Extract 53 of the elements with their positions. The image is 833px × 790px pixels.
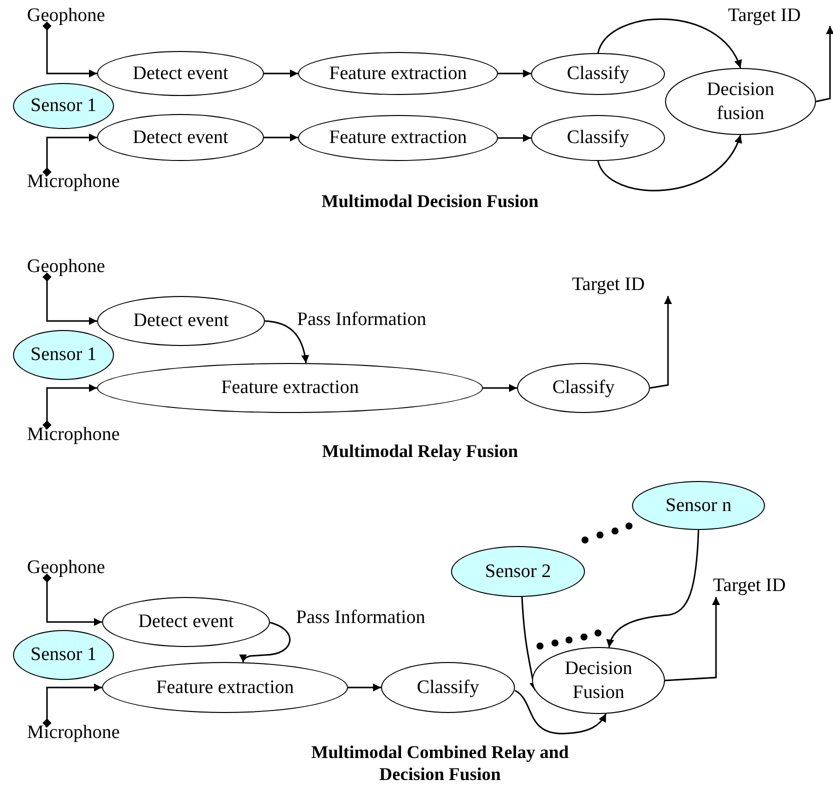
arrow xyxy=(264,134,298,142)
text-label: Microphone xyxy=(27,723,137,743)
arrow xyxy=(597,134,742,192)
process-ellipse: Detect event xyxy=(102,597,270,647)
arrow xyxy=(514,690,607,734)
arrow xyxy=(816,26,833,102)
text-label: Geophone xyxy=(27,558,122,578)
process-ellipse: Classify xyxy=(381,662,515,713)
process-ellipse: Classify xyxy=(517,363,650,413)
process-ellipse: Detect event xyxy=(97,114,264,161)
process-ellipse: Detect event xyxy=(97,296,265,346)
arrow xyxy=(521,596,538,691)
process-ellipse: Feature extraction xyxy=(298,115,498,161)
arrow xyxy=(42,272,97,325)
arrow xyxy=(483,384,517,392)
text-label: Target ID xyxy=(572,275,672,296)
text-label: Target ID xyxy=(703,576,808,597)
arrow xyxy=(264,70,298,78)
arrow xyxy=(42,134,97,176)
text-label: Microphone xyxy=(27,172,137,192)
sensor-ellipse: Sensor 1 xyxy=(13,83,114,129)
arrow xyxy=(348,684,381,692)
sensor-ellipse: Sensor n xyxy=(632,481,765,530)
arrow xyxy=(264,320,309,364)
process-ellipse: Classify xyxy=(531,53,665,95)
sensor-ellipse: Sensor 2 xyxy=(451,546,585,597)
text-label: Geophone xyxy=(27,257,122,277)
arrow xyxy=(650,296,672,389)
arrow xyxy=(240,621,290,662)
process-ellipse: Classify xyxy=(531,115,665,161)
panel-caption: Multimodal Relay Fusion xyxy=(320,440,519,462)
arrow xyxy=(42,574,102,626)
process-ellipse: Decision fusion xyxy=(665,68,816,135)
text-label: Microphone xyxy=(27,425,137,445)
arrow xyxy=(664,597,720,682)
arrow xyxy=(498,70,531,78)
process-ellipse: Detect event xyxy=(97,51,264,96)
process-ellipse: Feature extraction xyxy=(298,52,498,95)
arrow xyxy=(606,530,700,648)
panel-caption: Multimodal Decision Fusion xyxy=(320,190,540,212)
arrow xyxy=(42,22,97,78)
process-ellipse: Feature extraction xyxy=(102,662,348,713)
process-ellipse: Feature extraction xyxy=(97,363,483,413)
arrow xyxy=(42,684,102,728)
process-ellipse: Decision Fusion xyxy=(532,647,665,714)
text-label: Target ID xyxy=(728,6,833,26)
sensor-ellipse: Sensor 1 xyxy=(13,330,114,380)
sensor-ellipse: Sensor 1 xyxy=(13,630,114,680)
arrow xyxy=(42,384,97,430)
panel-caption: Multimodal Combined Relay and Decision Fusion xyxy=(310,741,570,785)
text-label: Geophone xyxy=(27,6,122,26)
arrow xyxy=(597,18,742,68)
arrow xyxy=(498,134,531,142)
